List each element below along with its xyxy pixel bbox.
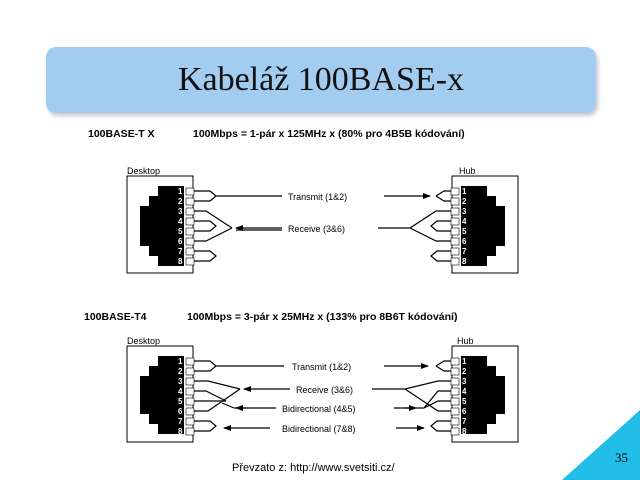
pin-label: 2: [178, 197, 183, 206]
tx-heading-desc: 100Mbps = 1-pár x 125MHz x (80% pro 4B5B…: [193, 128, 465, 140]
tx-left-pin-numbers: 1 2 3 4 5 6 7 8: [178, 187, 183, 266]
t4-right-pin-numbers: 1 2 3 4 5 6 7 8: [462, 357, 467, 436]
tx-heading-name: 100BASE-T X: [88, 128, 155, 140]
title-box: Kabeláž 100BASE-x: [46, 47, 596, 113]
tx-diagram: Desktop Hub 1 2 3 4 5 6 7 8: [126, 166, 519, 274]
pin-label: 5: [178, 227, 183, 236]
pin-label: 7: [178, 247, 183, 256]
t4-signal-receive: Receive (3&6): [296, 385, 353, 395]
pin-label: 5: [462, 397, 467, 406]
pin-label: 2: [462, 197, 467, 206]
pin-label: 8: [462, 257, 467, 266]
t4-diagram: Desktop Hub 1 2 3 4 5 6 7 8 1: [126, 336, 519, 443]
pin-label: 7: [462, 247, 467, 256]
pin-label: 8: [462, 427, 467, 436]
t4-right-jack: [461, 356, 505, 434]
pin-label: 5: [178, 397, 183, 406]
tx-wires: [194, 190, 451, 262]
t4-heading-desc: 100Mbps = 3-pár x 25MHz x (133% pro 8B6T…: [187, 311, 458, 323]
page-number: 35: [615, 450, 628, 465]
pin-label: 6: [462, 237, 467, 246]
pin-label: 7: [178, 417, 183, 426]
t4-signal-bidir-45: Bidirectional (4&5): [282, 404, 356, 414]
pin-label: 4: [178, 217, 183, 226]
pin-label: 2: [462, 367, 467, 376]
tx-right-jack: [461, 186, 505, 266]
t4-desktop-label: Desktop: [127, 336, 160, 346]
tx-left-jack: [140, 186, 184, 266]
pin-label: 1: [462, 357, 467, 366]
tx-signal-transmit: Transmit (1&2): [288, 192, 347, 202]
slide-title: Kabeláž 100BASE-x: [177, 61, 465, 98]
t4-signal-bidir-78: Bidirectional (7&8): [282, 424, 356, 434]
pin-label: 3: [178, 377, 183, 386]
pin-label: 3: [462, 377, 467, 386]
t4-left-pin-numbers: 1 2 3 4 5 6 7 8: [178, 357, 183, 436]
t4-left-pins: [185, 357, 195, 436]
pin-label: 3: [178, 207, 183, 216]
t4-hub-label: Hub: [457, 336, 474, 346]
source-caption: Převzato z: http://www.svetsiti.cz/: [232, 462, 395, 474]
pin-label: 6: [178, 407, 183, 416]
pin-label: 3: [462, 207, 467, 216]
pin-label: 6: [178, 237, 183, 246]
pin-label: 7: [462, 417, 467, 426]
pin-label: 4: [462, 217, 467, 226]
t4-signal-transmit: Transmit (1&2): [292, 362, 351, 372]
pin-label: 8: [178, 257, 183, 266]
t4-wires: [194, 360, 451, 432]
tx-desktop-label: Desktop: [127, 166, 160, 176]
pin-label: 5: [462, 227, 467, 236]
pin-label: 1: [462, 187, 467, 196]
pin-label: 4: [462, 387, 467, 396]
pin-label: 1: [178, 357, 183, 366]
pin-label: 4: [178, 387, 183, 396]
pin-label: 8: [178, 427, 183, 436]
tx-hub-label: Hub: [459, 166, 476, 176]
pin-label: 6: [462, 407, 467, 416]
tx-signal-receive: Receive (3&6): [288, 224, 345, 234]
t4-left-jack: [140, 356, 184, 434]
corner-decoration: [562, 410, 640, 480]
t4-heading-name: 100BASE-T4: [84, 311, 147, 323]
pin-label: 2: [178, 367, 183, 376]
pin-label: 1: [178, 187, 183, 196]
tx-right-pin-numbers: 1 2 3 4 5 6 7 8: [462, 187, 467, 266]
